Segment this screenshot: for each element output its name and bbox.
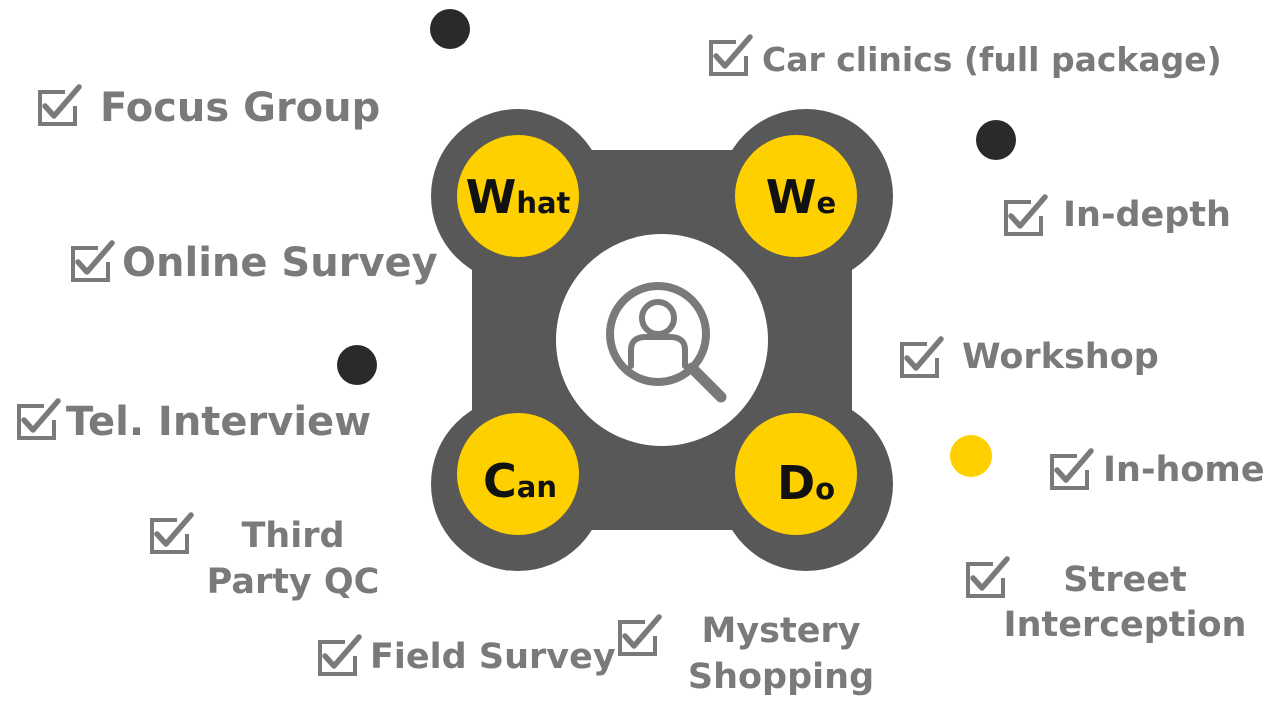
center-hub: [556, 234, 768, 446]
service-label-line-1: Third: [241, 516, 344, 556]
checkbox-icon: [968, 559, 1007, 596]
checkbox-icon: [902, 339, 941, 376]
service-focus-group: Focus Group: [40, 85, 380, 131]
service-third-party-qc: Third Party QC: [152, 515, 379, 602]
service-label: Tel. Interview: [66, 399, 371, 445]
decor-dot-dark-1: [430, 9, 470, 49]
checkbox-icon: [40, 87, 79, 124]
word-circle-can: Can: [457, 413, 579, 535]
decor-dot-dark-2: [976, 120, 1016, 160]
service-label-line-2: Interception: [1004, 605, 1247, 645]
word-circle-we: We: [735, 135, 857, 257]
service-label: Online Survey: [122, 240, 438, 286]
decor-dot-dark-3: [337, 345, 377, 385]
service-label: Field Survey: [370, 637, 616, 677]
service-label-line-1: Street: [1063, 560, 1186, 600]
service-label: In-home: [1103, 450, 1265, 490]
word-circle-what: What: [457, 135, 579, 257]
checkbox-icon: [320, 637, 359, 674]
checkbox-icon: [1052, 451, 1091, 488]
user-search-icon: [606, 282, 727, 403]
checkbox-icon: [152, 515, 191, 552]
service-label: In-depth: [1063, 195, 1231, 235]
service-label: Focus Group: [100, 85, 380, 131]
word-what: What: [466, 170, 571, 224]
service-workshop: Workshop: [902, 337, 1159, 377]
service-label-line-2: Shopping: [688, 657, 874, 697]
service-car-clinics: Car clinics (full package): [711, 37, 1222, 79]
checkbox-icon: [711, 37, 750, 74]
checkbox-icon: [19, 401, 58, 438]
service-in-depth: In-depth: [1006, 195, 1231, 235]
service-in-home: In-home: [1052, 450, 1265, 490]
word-can: Can: [483, 454, 557, 508]
service-street-interception: Street Interception: [968, 559, 1246, 645]
checkbox-icon: [620, 617, 659, 654]
service-label-line-1: Mystery: [701, 611, 860, 651]
checkbox-icon: [73, 243, 112, 280]
word-do: Do: [777, 456, 835, 510]
service-field-survey: Field Survey: [320, 637, 616, 677]
checkbox-icon: [1006, 197, 1045, 234]
word-circle-do: Do: [735, 413, 857, 535]
service-label: Car clinics (full package): [762, 40, 1222, 79]
service-label-line-2: Party QC: [207, 562, 380, 602]
service-tel-interview: Tel. Interview: [19, 399, 371, 445]
service-mystery-shopping: Mystery Shopping: [620, 611, 874, 697]
service-online-survey: Online Survey: [73, 240, 438, 286]
word-we: We: [766, 170, 836, 224]
service-label: Workshop: [962, 337, 1159, 377]
decor-dot-yellow: [950, 435, 992, 477]
